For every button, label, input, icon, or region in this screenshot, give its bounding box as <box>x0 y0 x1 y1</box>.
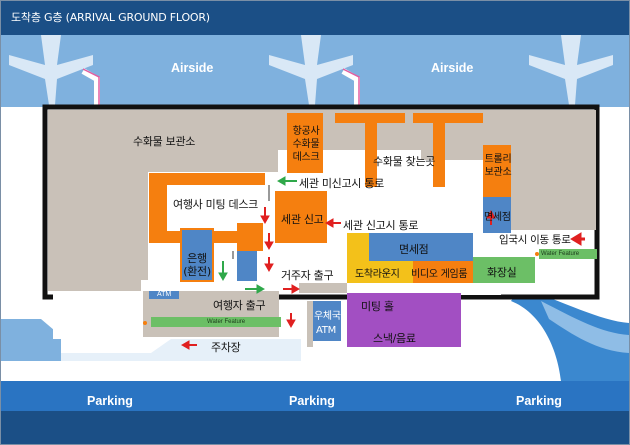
water-feature-label: Water Feature <box>541 251 580 257</box>
customs-declaration-box <box>275 191 327 243</box>
trolley-storage <box>483 145 511 197</box>
airline-baggage-desk <box>287 113 323 173</box>
customs-no-declaration-route-label: 세관 미신고시 통로 <box>299 177 384 190</box>
parking-road <box>1 381 629 413</box>
atm-strip <box>149 291 179 299</box>
jet-bridge <box>81 68 360 107</box>
orange-block <box>237 223 263 251</box>
duty-free-lower-label: 면세점 <box>399 243 429 256</box>
airplane-icon <box>269 35 353 105</box>
customs-declaration-route-label: 세관 신고시 통로 <box>343 219 419 232</box>
baggage-claim-label: 수화물 찾는곳 <box>373 155 436 168</box>
travel-agency-frame <box>149 173 265 243</box>
parking-label: Parking <box>289 394 335 408</box>
snack-area <box>347 293 461 347</box>
parking-label: Parking <box>87 394 133 408</box>
snack-beverage-label: 스낵/음료 <box>373 332 416 345</box>
duty-free-upper <box>483 197 511 233</box>
trolley-storage-label: 트롤리 보관소 <box>484 154 512 178</box>
post-office-box <box>313 301 341 341</box>
airside-label: Airside <box>171 61 214 75</box>
green-arrows <box>218 176 297 294</box>
duty-free-lower <box>369 233 473 261</box>
arrival-lounge-label: 도착라운지 <box>355 269 400 280</box>
travel-agency-exit-label: 여행자 출구 <box>213 299 266 312</box>
page-title: 도착층 G층 (ARRIVAL GROUND FLOOR) <box>1 1 629 35</box>
resident-exit-label: 거주자 출구 <box>281 269 334 282</box>
arrival-lounge <box>347 261 413 283</box>
water-feature-label: Water Feature <box>207 319 246 325</box>
water-feature-lower <box>151 317 281 327</box>
parking-label: Parking <box>516 394 562 408</box>
baggage-storage-label: 수화물 보관소 <box>133 135 196 148</box>
airside-label: Airside <box>431 61 474 75</box>
meeting-hall-label: 미팅 홀 <box>361 300 394 313</box>
post-office-label: 우체국 <box>314 311 341 322</box>
restroom-label: 화장실 <box>487 266 517 279</box>
travel-agency-desk-label: 여행사 미팅 데스크 <box>173 198 258 211</box>
restroom <box>473 257 535 283</box>
duty-free-upper-label: 면세점 <box>484 212 511 223</box>
entry-move-route-label: 입국시 이동 통로 <box>499 234 571 246</box>
airline-baggage-desk-label: 항공사 수화물 데스크 <box>292 126 320 163</box>
bank-box <box>180 228 214 282</box>
parking-lot-label: 주차장 <box>211 341 241 354</box>
baggage-carousel <box>413 113 483 123</box>
bank-label: 은행 (환전) <box>183 252 211 278</box>
airplane-icon <box>529 35 613 105</box>
airplane-icon <box>9 35 93 105</box>
customs-declaration-label: 세관 신고 <box>281 213 324 226</box>
water-feature-right <box>539 249 597 259</box>
red-arrows <box>180 207 585 350</box>
atm-box-label: ATM <box>316 325 336 336</box>
video-game-room <box>413 261 473 283</box>
atm-strip-label: ATM <box>157 291 172 298</box>
video-game-room-label: 비디오 게임룸 <box>411 269 468 280</box>
